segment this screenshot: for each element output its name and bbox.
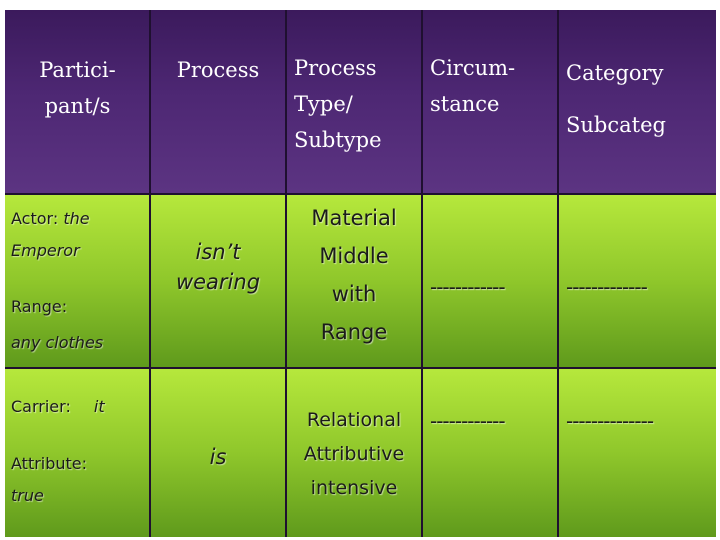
column-divider: [421, 10, 423, 537]
header-subcategory-text: Subcateg: [566, 113, 666, 137]
row-divider: [5, 367, 716, 369]
column-divider: [285, 10, 287, 537]
row2-process-type-text: Relational Attributive intensive: [303, 409, 405, 499]
header-participants-text: Partici- pant/s: [39, 58, 116, 118]
actor-value: the: [63, 209, 90, 228]
row2-process-type: Relational Attributive intensive: [286, 369, 422, 537]
range-value: any clothes: [11, 333, 104, 352]
column-divider: [557, 10, 559, 537]
row1-category: -------------: [558, 195, 716, 367]
row2-category-text: --------------: [566, 409, 654, 433]
carrier-label: Carrier:: [11, 397, 71, 416]
row1-process-type: Material Middle with Range: [286, 195, 422, 367]
header-category: Category Subcateg: [558, 10, 716, 193]
row1-category-text: -------------: [566, 275, 648, 299]
header-participants: Partici- pant/s: [5, 10, 150, 193]
header-process-type: Process Type/ Subtype: [286, 10, 422, 193]
attribute-value: true: [11, 486, 44, 505]
row2-category: --------------: [558, 369, 716, 537]
attribute-label: Attribute:: [11, 454, 88, 473]
row2-circumstance: ------------: [422, 369, 558, 537]
carrier-value: it: [93, 397, 105, 416]
row1-circumstance: ------------: [422, 195, 558, 367]
header-circumstance: Circum- stance: [422, 10, 558, 193]
header-process: Process: [150, 10, 286, 193]
actor-value-2: Emperor: [11, 241, 80, 260]
row1-process-type-text: Material Middle with Range: [311, 206, 397, 344]
row2-process: is: [150, 369, 286, 537]
header-circumstance-text: Circum- stance: [430, 56, 516, 116]
row1-participants: Actor: the Emperor Range: any clothes: [5, 195, 150, 367]
row1-circumstance-text: ------------: [430, 275, 506, 299]
column-divider: [149, 10, 151, 537]
row1-process: isn’t wearing: [150, 195, 286, 367]
range-label: Range:: [11, 297, 68, 316]
row2-participants: Carrier: it Attribute: true: [5, 369, 150, 537]
header-process-text: Process: [176, 58, 260, 82]
header-process-type-text: Process Type/ Subtype: [294, 56, 382, 152]
row2-process-text: is: [209, 445, 227, 469]
header-category-text: Category: [566, 61, 664, 85]
row2-circumstance-text: ------------: [430, 409, 506, 433]
row-divider: [5, 193, 716, 195]
actor-label: Actor:: [11, 209, 59, 228]
row1-process-text: isn’t wearing: [175, 240, 261, 294]
